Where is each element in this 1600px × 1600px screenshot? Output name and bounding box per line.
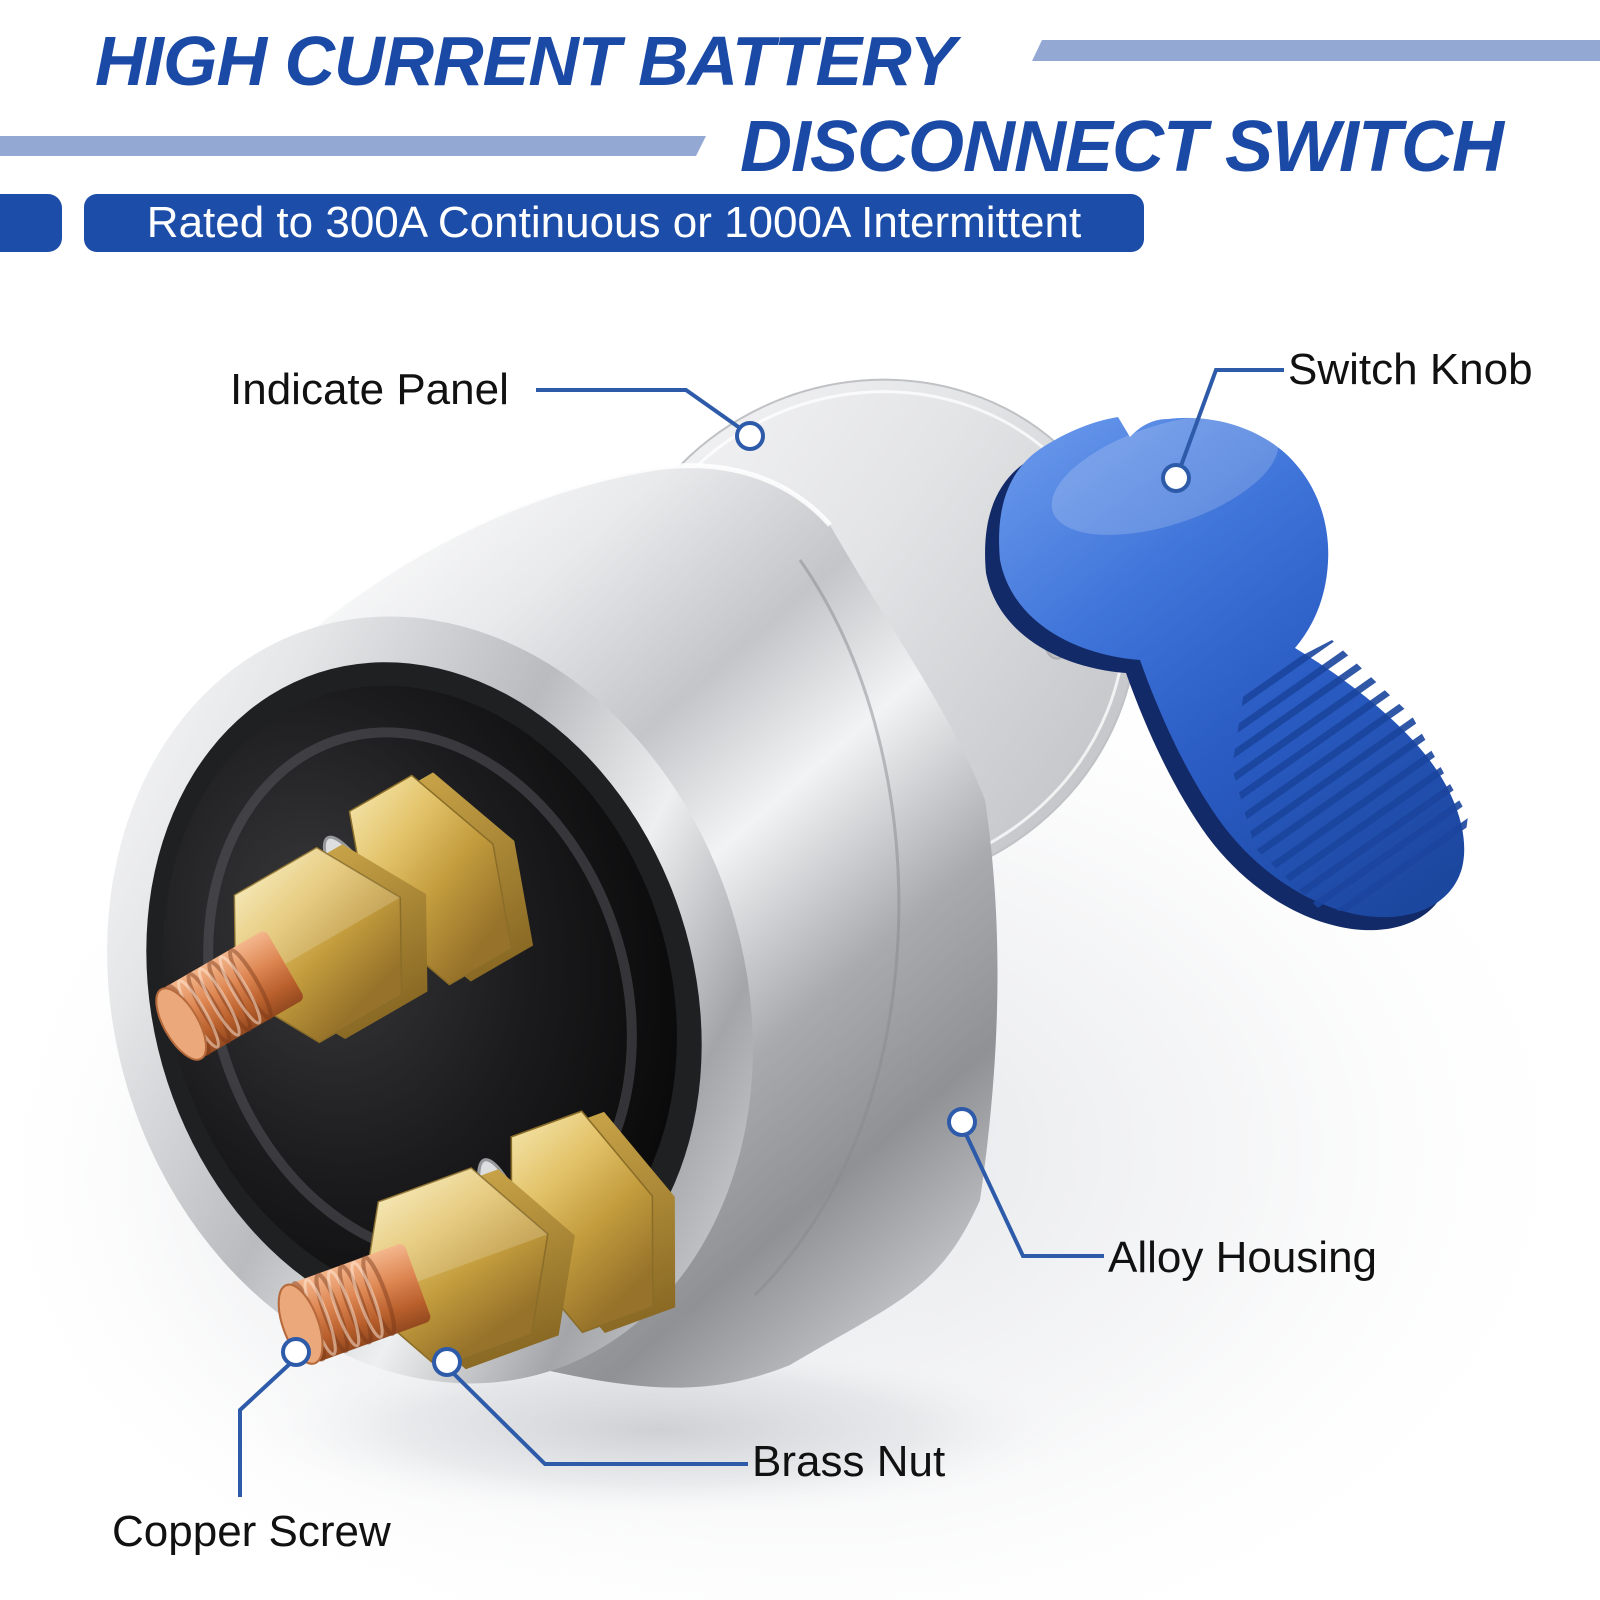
title-line-2: DISCONNECT SWITCH: [740, 107, 1504, 187]
rating-banner-text: Rated to 300A Continuous or 1000A Interm…: [146, 198, 1082, 247]
callout-marker-indicate-panel: [735, 421, 765, 451]
callout-label-switch-knob: Switch Knob: [1288, 345, 1533, 394]
rating-banner-stub: [0, 194, 62, 252]
switch-knob-shape: [985, 415, 1468, 931]
rating-banner: Rated to 300A Continuous or 1000A Interm…: [84, 194, 1144, 252]
callout-marker-brass-nut: [432, 1347, 462, 1377]
callout-marker-switch-knob: [1161, 463, 1191, 493]
callout-label-copper-screw: Copper Screw: [112, 1507, 391, 1556]
callout-line-switch-knob: [1176, 368, 1284, 475]
callout-marker-copper-screw: [281, 1337, 311, 1367]
callout-line-indicate-panel: [536, 388, 749, 435]
title-line-1: HIGH CURRENT BATTERY: [95, 22, 956, 100]
accent-bar-mid-left: [0, 136, 706, 156]
callout-line-copper-screw: [238, 1358, 296, 1497]
accent-bar-top-right: [1032, 40, 1600, 61]
callout-line-alloy-housing: [961, 1127, 1104, 1258]
callout-label-brass-nut: Brass Nut: [752, 1437, 946, 1486]
callout-line-brass-nut: [448, 1368, 748, 1466]
callout-marker-alloy-housing: [947, 1107, 977, 1137]
callout-lines: [238, 368, 1284, 1497]
callout-label-alloy-housing: Alloy Housing: [1108, 1233, 1378, 1282]
callout-label-indicate-panel: Indicate Panel: [230, 365, 509, 414]
